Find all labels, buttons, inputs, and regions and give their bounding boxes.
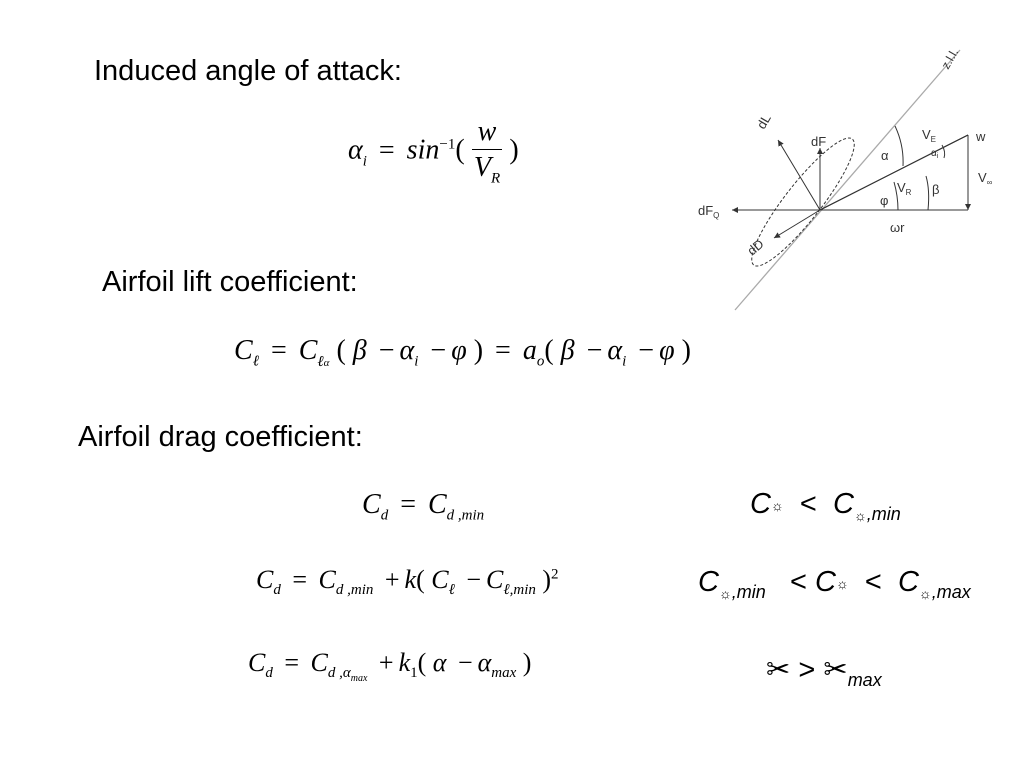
condition-1: C☼ < C☼,min bbox=[750, 488, 901, 524]
alpha-i-label: αi bbox=[931, 148, 939, 160]
condition-3: ✂ > ✂max bbox=[766, 654, 882, 690]
alpha-arc bbox=[894, 125, 904, 167]
drag-equation-1: Cd = Cd ,min bbox=[362, 489, 485, 524]
phi-label: φ bbox=[880, 193, 888, 208]
vr-label: VR bbox=[897, 180, 912, 197]
zero-lift-line bbox=[734, 49, 961, 311]
drag-coefficient-heading: Airfoil drag coefficient: bbox=[78, 421, 363, 453]
dfq-label: dFQ bbox=[698, 203, 719, 220]
vr-arrow bbox=[819, 141, 955, 211]
w-label: w bbox=[975, 129, 986, 144]
scissors-glyph-icon: ✂ bbox=[823, 654, 848, 686]
induced-angle-heading: Induced angle of attack: bbox=[94, 55, 402, 87]
v-infinity-label: V∞ bbox=[978, 170, 993, 187]
zll-label: z.l.l. bbox=[938, 46, 961, 71]
lift-coefficient-equation: Cℓ = Cℓα ( β −αi −φ ) = ao( β −αi −φ ) bbox=[234, 335, 691, 370]
beta-label: β bbox=[932, 182, 939, 197]
sun-glyph-icon: ☼ bbox=[835, 575, 849, 592]
drag-equation-3: Cd = Cd ,αmax +k1( α −αmax ) bbox=[248, 648, 532, 685]
w-over-vr-fraction: w VR bbox=[471, 118, 503, 187]
scissors-glyph-icon: ✂ bbox=[766, 654, 791, 686]
sun-glyph-icon: ☼ bbox=[918, 585, 932, 602]
induced-angle-equation: αi = sin−1( w VR ) bbox=[348, 116, 519, 187]
sun-glyph-icon: ☼ bbox=[770, 497, 784, 514]
df-label: dF bbox=[811, 134, 826, 149]
w-arrow bbox=[953, 134, 969, 143]
beta-arc bbox=[925, 175, 930, 211]
alpha-label: α bbox=[881, 148, 889, 163]
phi-arc bbox=[893, 181, 899, 211]
omega-r-label: ωr bbox=[890, 220, 905, 235]
dd-arrow bbox=[773, 209, 821, 239]
blade-element-diagram: z.l.l. dL dF VE w α αi V∞ VR β φ dFQ dD … bbox=[698, 46, 993, 311]
condition-2: C☼,min < C☼ < C☼,max bbox=[698, 566, 971, 602]
dl-label: dL bbox=[754, 111, 774, 131]
sun-glyph-icon: ☼ bbox=[853, 507, 867, 524]
ve-label: VE bbox=[922, 127, 936, 144]
sun-glyph-icon: ☼ bbox=[718, 585, 732, 602]
lift-coefficient-heading: Airfoil lift coefficient: bbox=[102, 266, 358, 298]
alpha-i-arc bbox=[941, 144, 946, 159]
dd-label: dD bbox=[744, 236, 766, 258]
dl-arrow bbox=[777, 139, 821, 211]
drag-equation-2: Cd = Cd ,min +k( Cℓ −Cℓ,min )2 bbox=[256, 565, 559, 599]
